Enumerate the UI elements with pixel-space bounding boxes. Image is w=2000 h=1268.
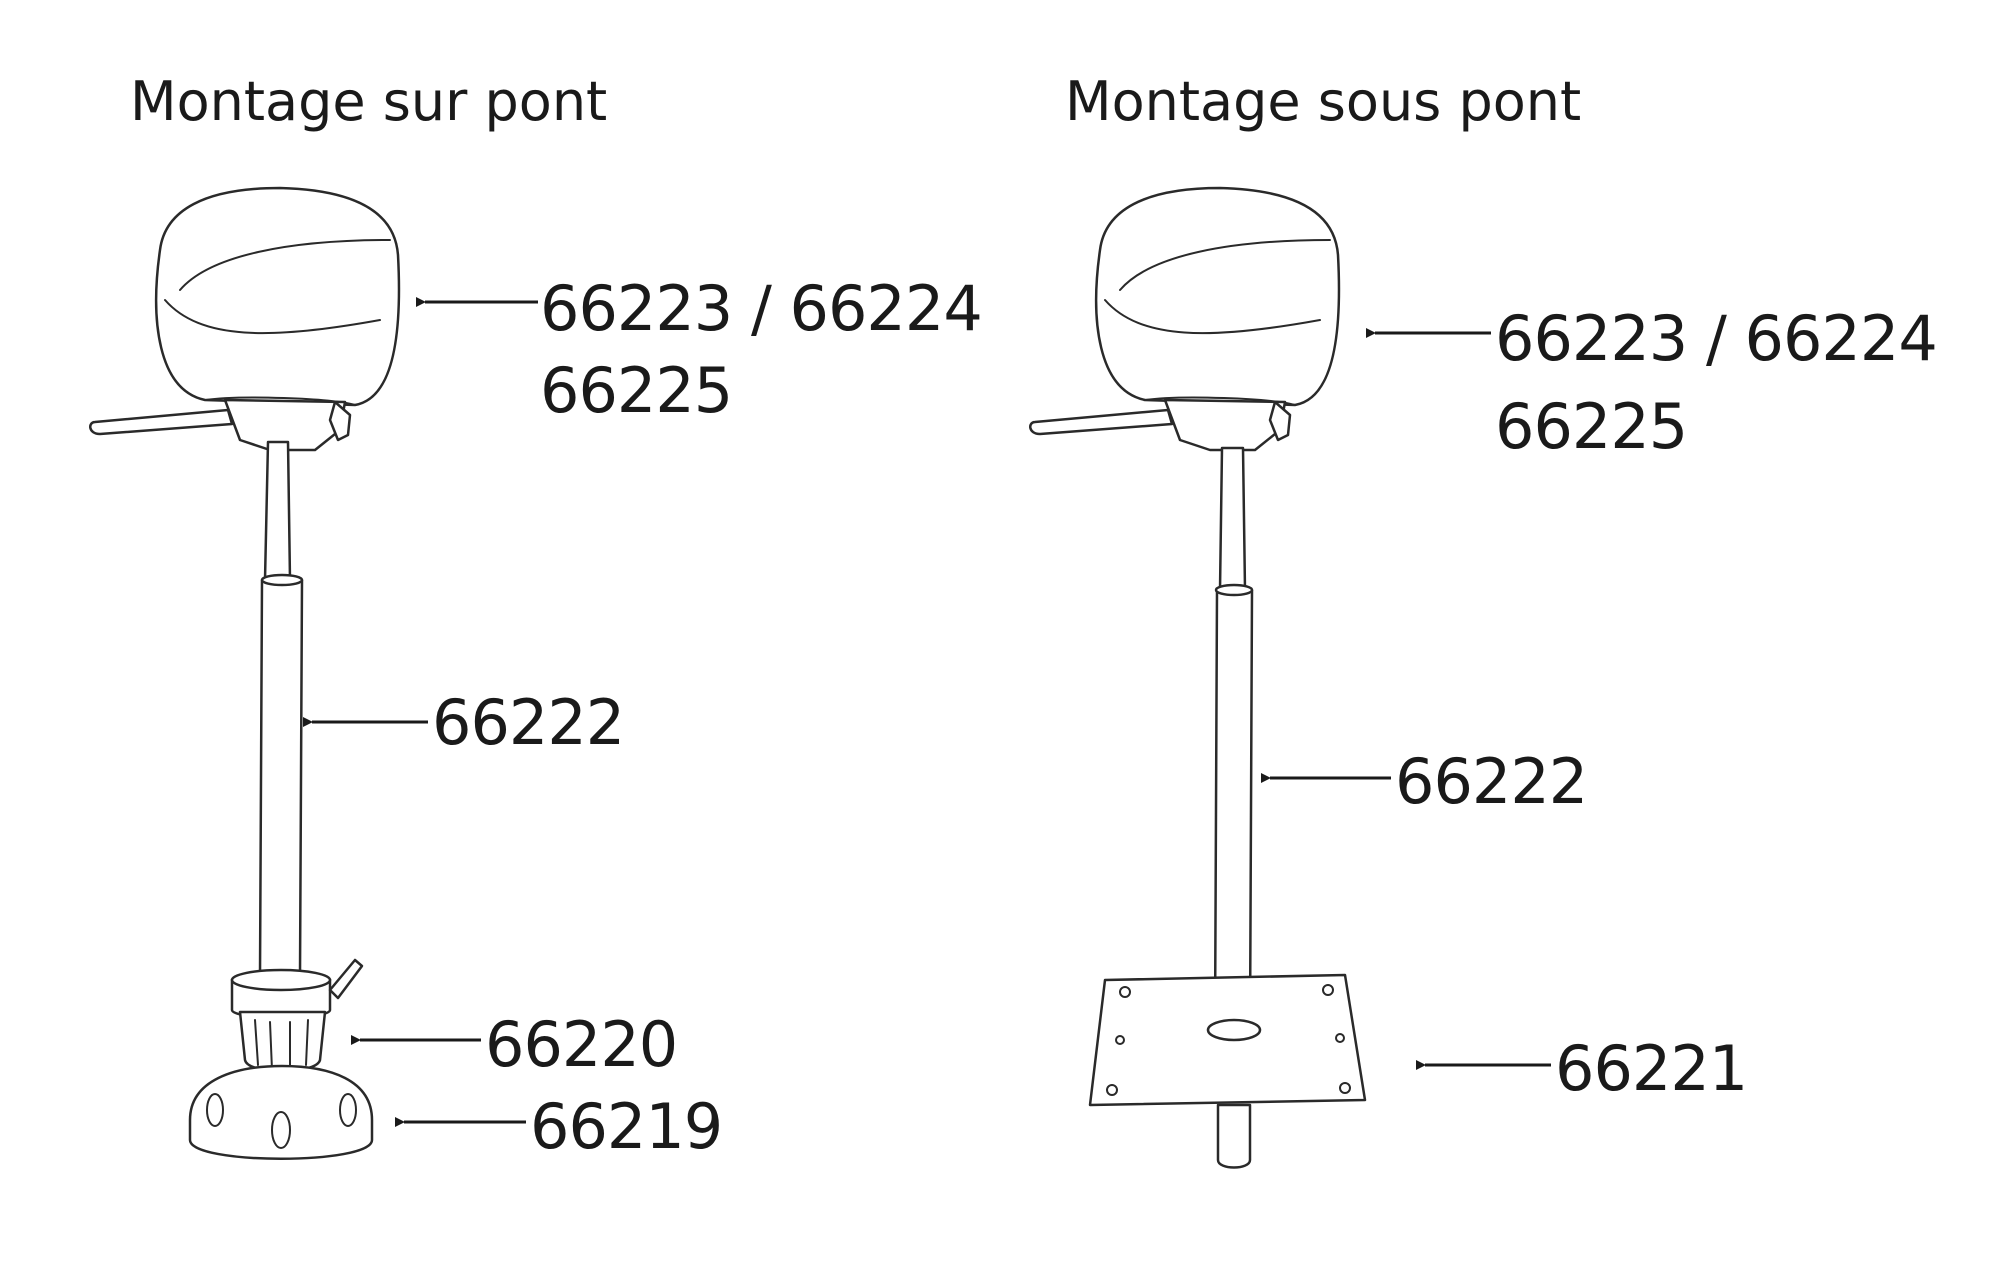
right-panel-title: Montage sous pont bbox=[1065, 70, 1582, 133]
right-label-post: 66222 bbox=[1395, 745, 1588, 818]
left-label-post: 66222 bbox=[432, 686, 625, 759]
right-upper-post bbox=[1218, 446, 1247, 592]
right-label-seat-line1: 66223 / 66224 bbox=[1495, 302, 1938, 375]
right-label-seat-line2: 66225 bbox=[1495, 390, 1688, 463]
left-base bbox=[188, 1064, 374, 1160]
left-label-seat-line2: 66225 bbox=[540, 354, 733, 427]
left-upper-post bbox=[263, 440, 292, 582]
right-lower-post bbox=[1213, 583, 1254, 1032]
left-adapter bbox=[230, 958, 364, 1073]
left-panel-title: Montage sur pont bbox=[130, 70, 608, 133]
left-label-seat-line1: 66223 / 66224 bbox=[540, 272, 983, 345]
right-label-plate: 66221 bbox=[1555, 1032, 1748, 1105]
left-label-adapter: 66220 bbox=[485, 1008, 678, 1081]
right-plate bbox=[1088, 973, 1367, 1107]
left-label-base: 66219 bbox=[530, 1090, 723, 1163]
left-seat bbox=[155, 186, 401, 407]
right-seat-mount bbox=[1029, 398, 1292, 452]
left-seat-mount bbox=[89, 398, 352, 452]
left-lower-post bbox=[258, 573, 304, 977]
right-seat bbox=[1095, 186, 1341, 407]
right-post-stub bbox=[1216, 1103, 1252, 1169]
